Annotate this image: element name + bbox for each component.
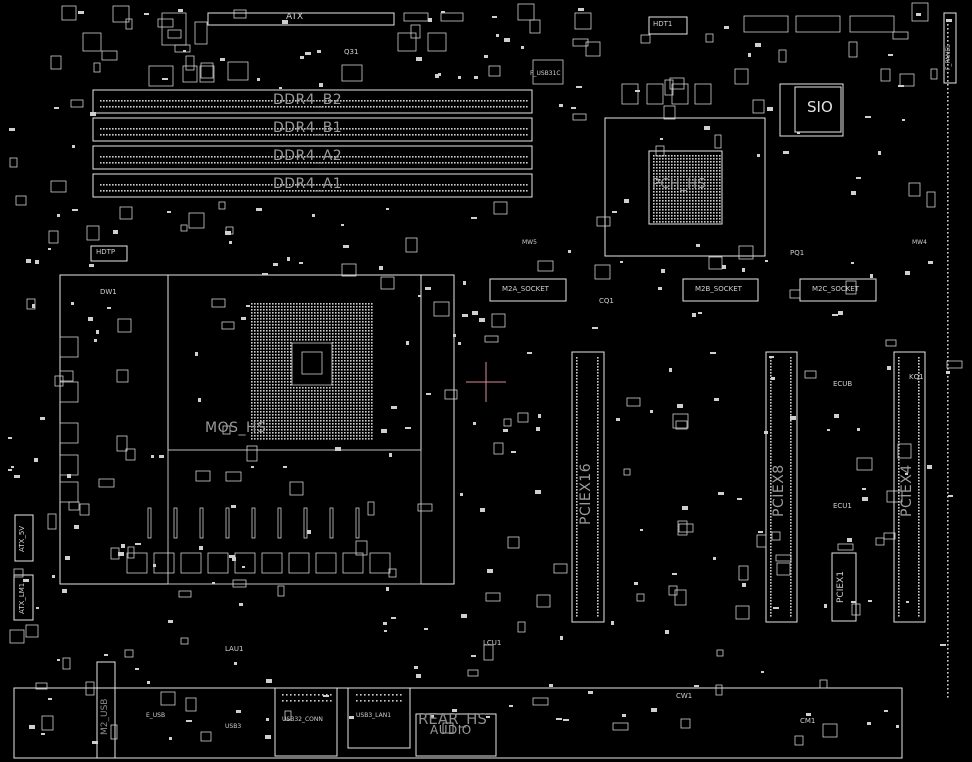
pciex16-slot bbox=[571, 351, 605, 623]
ddr4-b2-label: DDR4_B2 bbox=[273, 92, 343, 108]
dimm-slot-b1 bbox=[92, 117, 533, 142]
lau1-label: LAU1 bbox=[225, 645, 244, 653]
mw5-label: MW5 bbox=[522, 239, 537, 246]
f-panel-label: F_PANEL bbox=[945, 44, 952, 70]
pch-chip bbox=[648, 150, 723, 225]
m2a-socket-outline bbox=[489, 278, 567, 302]
cm1-label: CM1 bbox=[800, 717, 816, 725]
usb32-conn-label: USB32_CONN bbox=[282, 716, 323, 723]
ecu1-label: ECU1 bbox=[833, 502, 852, 510]
cw1-label: CW1 bbox=[676, 692, 693, 700]
pciex8-slot bbox=[765, 351, 798, 623]
usb3-lan1-label: USB3_LAN1 bbox=[356, 712, 392, 719]
cq1-label: CQ1 bbox=[599, 297, 614, 305]
atx-lm1-label: ATX_LM1 bbox=[18, 582, 26, 614]
pciex4-label: PCIEX4 bbox=[899, 464, 915, 517]
sio-outline bbox=[779, 83, 844, 137]
usb32-conn-outline bbox=[274, 687, 338, 757]
rear-io-outline bbox=[13, 687, 903, 759]
pciex4-slot bbox=[893, 351, 926, 623]
m2b-socket-label: M2B_SOCKET bbox=[695, 285, 742, 293]
m2-usb-label: M2_USB bbox=[100, 698, 110, 735]
atx-lm1-outline bbox=[13, 574, 34, 621]
atx-label: ATX bbox=[286, 12, 304, 22]
cursor-crosshair bbox=[466, 362, 506, 402]
usb31c-label: F_USB31C bbox=[530, 70, 561, 77]
m2-usb-outline bbox=[96, 661, 116, 759]
hdt1-outline bbox=[648, 16, 688, 35]
pciex8-label: PCIEX8 bbox=[771, 464, 787, 517]
pciex1-slot bbox=[831, 552, 857, 622]
hdtp-outline bbox=[90, 245, 128, 262]
dw1-label: DW1 bbox=[100, 288, 117, 296]
atx-5v-outline bbox=[14, 514, 34, 562]
sio-label: SIO bbox=[807, 98, 833, 116]
sio-chip bbox=[794, 86, 842, 133]
atx-5v-label: ATX_5V bbox=[18, 525, 26, 552]
e-usb-label: E_USB bbox=[146, 712, 166, 719]
m2b-socket-outline bbox=[682, 278, 759, 302]
usb3-label: USB3 bbox=[225, 723, 242, 730]
pch-region bbox=[604, 117, 766, 257]
m2a-socket-label: M2A_SOCKET bbox=[502, 285, 549, 293]
pch-hs-label: PCH_HS bbox=[652, 177, 707, 192]
f-panel-outline bbox=[943, 12, 957, 84]
rear-hs-label: REAR_HS bbox=[418, 710, 487, 728]
audio-label: AUDIO bbox=[430, 723, 472, 737]
ddr4-a2-label: DDR4_A2 bbox=[273, 148, 343, 164]
usb3-lan-outline bbox=[347, 687, 411, 749]
m2c-socket-label: M2C_SOCKET bbox=[812, 285, 860, 293]
kq1-label: KQ1 bbox=[909, 373, 924, 381]
audio-jack-outline bbox=[415, 713, 497, 757]
mos-hs-label: MOS_HS bbox=[205, 420, 267, 436]
lcu1-label: LCU1 bbox=[483, 639, 502, 647]
ddr4-a1-label: DDR4_A1 bbox=[273, 176, 343, 192]
ddr4-b1-label: DDR4_B1 bbox=[273, 120, 343, 136]
pciex16-label: PCIEX16 bbox=[578, 462, 594, 525]
pciex1-label: PCIEX1 bbox=[836, 571, 846, 603]
hdt1-label: HDT1 bbox=[653, 20, 673, 28]
ecub-label: ECUB bbox=[833, 380, 853, 388]
dimm-slot-a1 bbox=[92, 173, 533, 198]
dimm-slot-a2 bbox=[92, 145, 533, 170]
hdtp-label: HDTP bbox=[96, 248, 116, 256]
atx-header-outline bbox=[207, 12, 395, 26]
mw4-label: MW4 bbox=[912, 239, 927, 246]
q31-label: Q31 bbox=[344, 48, 359, 56]
vrm-lower-outline bbox=[167, 449, 422, 585]
dimm-slot-b2 bbox=[92, 89, 533, 114]
pq1-label: PQ1 bbox=[790, 249, 805, 257]
